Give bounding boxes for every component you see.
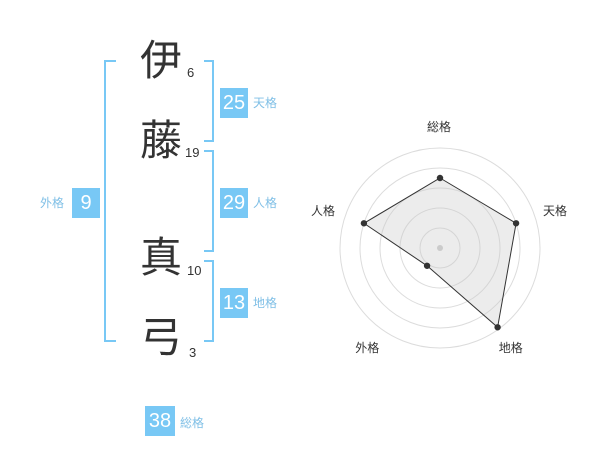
chikaku-bracket — [204, 260, 214, 342]
radar-axis-label: 総格 — [427, 120, 452, 134]
radar-point-5 — [360, 220, 368, 227]
radar-polygon — [362, 177, 517, 329]
soukaku-label: 総格 — [180, 416, 205, 430]
stroke-count-3: 10 — [187, 263, 202, 278]
radar-axis-label: 外格 — [355, 340, 380, 355]
name-char-4: 弓 — [140, 313, 183, 362]
tenkaku-bracket — [204, 60, 214, 142]
radar-point-2 — [512, 220, 520, 227]
radar-center-dot — [437, 245, 443, 251]
radar-ring — [359, 167, 521, 329]
name-char-1: 伊 — [140, 36, 183, 85]
name-char-3: 真 — [140, 233, 183, 282]
tenkaku-value: 25 — [220, 88, 248, 118]
stroke-count-4: 3 — [189, 345, 197, 360]
gaikaku-value: 9 — [72, 188, 100, 218]
radar-point-1 — [436, 174, 444, 182]
radar-axis-label: 地格 — [498, 340, 523, 355]
stroke-count-2: 19 — [185, 145, 200, 160]
radar-ring — [379, 187, 501, 309]
jinkaku-bracket — [204, 150, 214, 252]
radar-axis-label: 人格 — [310, 204, 335, 219]
radar-ring — [419, 227, 461, 269]
chikaku-label: 地格 — [253, 296, 278, 310]
name-char-2: 藤 — [140, 116, 183, 165]
soukaku-value: 38 — [145, 406, 175, 436]
gaikaku-label: 外格 — [40, 196, 65, 210]
gaikaku-bracket — [104, 60, 116, 342]
radar-rings — [339, 147, 541, 349]
stroke-count-1: 6 — [187, 65, 195, 80]
jinkaku-label: 人格 — [253, 196, 278, 210]
jinkaku-value: 29 — [220, 188, 248, 218]
radar-point-3 — [494, 324, 501, 331]
chikaku-value: 13 — [220, 288, 248, 318]
radar-shape — [360, 174, 520, 331]
radar-axis-label: 天格 — [543, 204, 568, 219]
radar-point-4 — [423, 262, 431, 269]
tenkaku-label: 天格 — [253, 96, 278, 110]
